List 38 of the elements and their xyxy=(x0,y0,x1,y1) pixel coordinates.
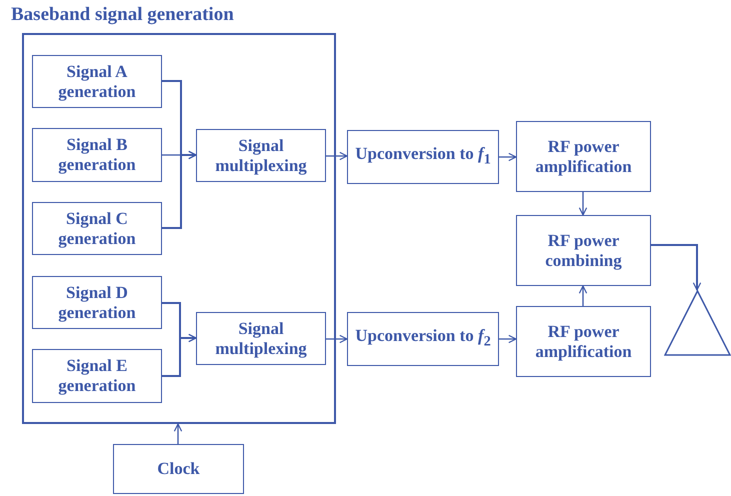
connector-arrow xyxy=(174,423,182,444)
box-label: RF power amplification xyxy=(534,322,633,362)
box-label: RF power combining xyxy=(544,230,623,270)
connector-arrow xyxy=(162,334,197,377)
box-label: RF power amplification xyxy=(534,136,633,176)
process-box xyxy=(32,276,162,329)
process-box xyxy=(32,349,162,403)
connector-arrow xyxy=(578,285,588,306)
process-box xyxy=(32,202,162,255)
box-label: Signal E generation xyxy=(57,356,137,396)
process-box xyxy=(516,121,651,192)
process-box xyxy=(516,306,651,377)
box-label: Signal A generation xyxy=(57,62,137,102)
connector-arrow xyxy=(499,152,517,162)
connector-arrow xyxy=(162,150,197,229)
box-label: Signal multiplexing xyxy=(214,136,308,176)
process-box xyxy=(113,444,244,494)
box-label: Upconversion to f$_{1}$ xyxy=(355,144,491,170)
process-box xyxy=(196,312,326,365)
process-box xyxy=(196,129,326,182)
group-title: Baseband signal generation xyxy=(11,5,234,25)
box-label: Signal D generation xyxy=(57,282,137,322)
process-box xyxy=(32,55,162,108)
box-label: Signal C generation xyxy=(57,208,137,248)
process-box xyxy=(32,128,162,182)
antenna-triangle xyxy=(664,290,731,356)
process-box xyxy=(516,215,651,286)
connector-arrow xyxy=(499,334,517,344)
connector-arrow xyxy=(326,152,348,160)
box-label: Upconversion to f$_{2}$ xyxy=(355,326,491,352)
connector-arrow xyxy=(326,334,348,344)
box-label: Signal B generation xyxy=(57,135,137,175)
connector-arrow xyxy=(578,192,588,216)
connector-arrow xyxy=(651,244,702,291)
box-label: Signal multiplexing xyxy=(214,318,308,358)
process-box xyxy=(347,130,499,184)
box-label: Clock xyxy=(157,459,200,479)
process-box xyxy=(347,312,499,366)
